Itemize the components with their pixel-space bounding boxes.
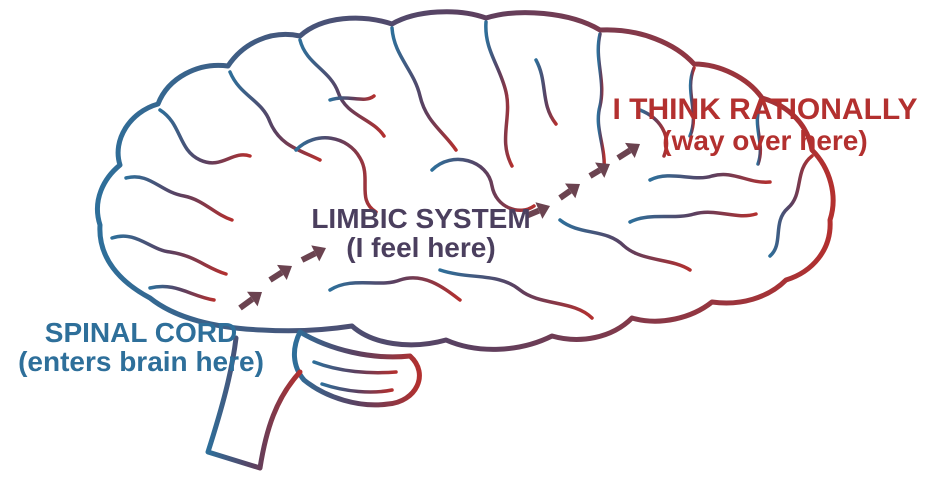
label-think-rationally: I THINK RATIONALLY (way over here) [600, 94, 930, 155]
spinal-cord-title: SPINAL CORD [44, 317, 238, 348]
brain-folds [110, 20, 814, 394]
label-limbic-system: LIMBIC SYSTEM (I feel here) [290, 204, 552, 263]
arrow-head-3 [311, 245, 326, 262]
arrow-shaft-3 [300, 250, 317, 263]
arrow-head-1 [247, 291, 262, 307]
arrow-shaft-2 [268, 269, 284, 283]
arrow-head-6 [595, 162, 610, 178]
spinal-cord-subtitle: (enters brain here) [18, 346, 264, 378]
arrow-shaft-5 [558, 188, 572, 201]
arrow-head-2 [277, 264, 292, 281]
arrow-head-5 [565, 183, 580, 199]
arrow-shaft-4 [524, 207, 541, 219]
arrow-head-7 [625, 142, 640, 159]
cerebrum-outline [94, 9, 836, 352]
think-rationally-subtitle: (way over here) [662, 124, 868, 156]
think-rationally-title: I THINK RATIONALLY [612, 93, 918, 126]
brain-outline [94, 9, 836, 471]
brain-stem-outline [205, 335, 303, 471]
arrow-head-4 [535, 202, 550, 219]
arrow-shaft-6 [588, 167, 602, 179]
arrow-shaft-1 [238, 296, 255, 311]
limbic-system-title: LIMBIC SYSTEM [311, 203, 531, 234]
arrow-shaft-7 [616, 147, 632, 161]
label-spinal-cord: SPINAL CORD (enters brain here) [0, 318, 282, 377]
limbic-system-subtitle: (I feel here) [346, 232, 496, 264]
arrow-group [238, 142, 640, 311]
